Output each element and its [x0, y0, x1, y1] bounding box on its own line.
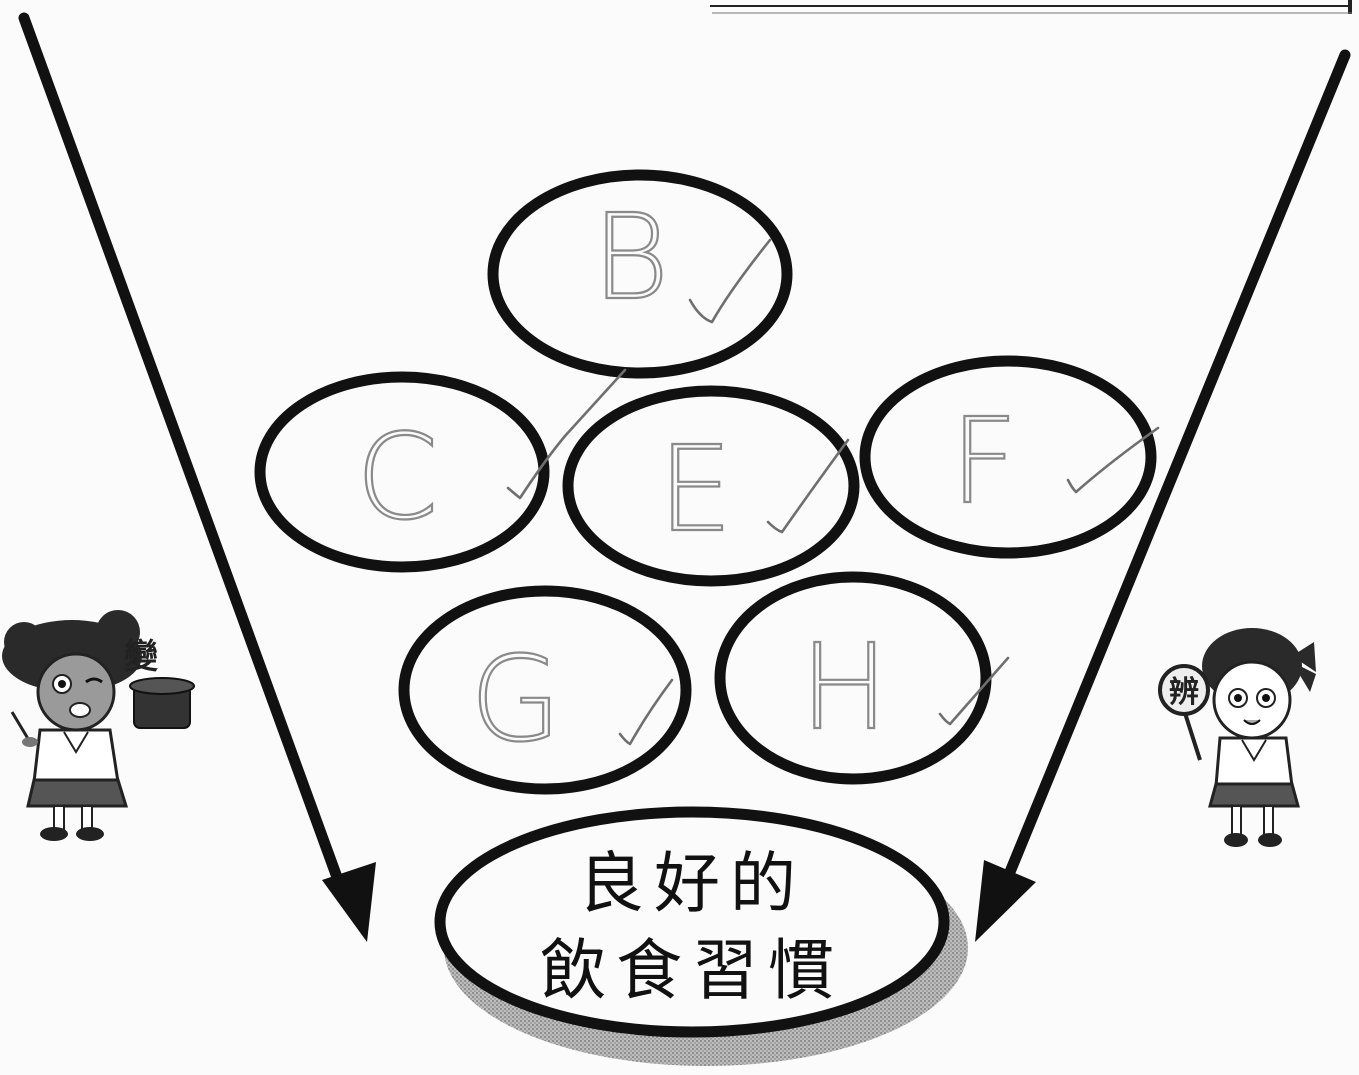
check-mark-icon [768, 440, 848, 532]
target-line-2: 飲食習慣 [540, 932, 844, 1009]
target-line-1: 良好的 [578, 845, 806, 922]
right-badge-text: 辨 [1169, 675, 1199, 710]
circle-letter: H [800, 618, 889, 756]
left-badge-text: 變 [124, 637, 158, 677]
circle-letter: C [356, 408, 438, 546]
target-ellipse: 良好的 飲食習慣 [440, 812, 968, 1066]
circle-e: E [568, 391, 854, 581]
circle-f: F [865, 361, 1158, 553]
check-mark-icon [690, 240, 770, 322]
circle-h: H [720, 577, 1008, 779]
circle-letter: F [950, 392, 1018, 530]
circle-letter: B [592, 188, 669, 326]
circle-letter: E [658, 420, 733, 558]
page-frame-corner [710, 0, 1352, 14]
right-arrow [975, 55, 1345, 942]
left-girl-character: 變 [2, 610, 194, 841]
circle-letter: G [470, 630, 561, 768]
right-girl-character: 辨 [1160, 628, 1316, 847]
circle-b: B [493, 175, 787, 373]
circle-g: G [404, 591, 686, 789]
